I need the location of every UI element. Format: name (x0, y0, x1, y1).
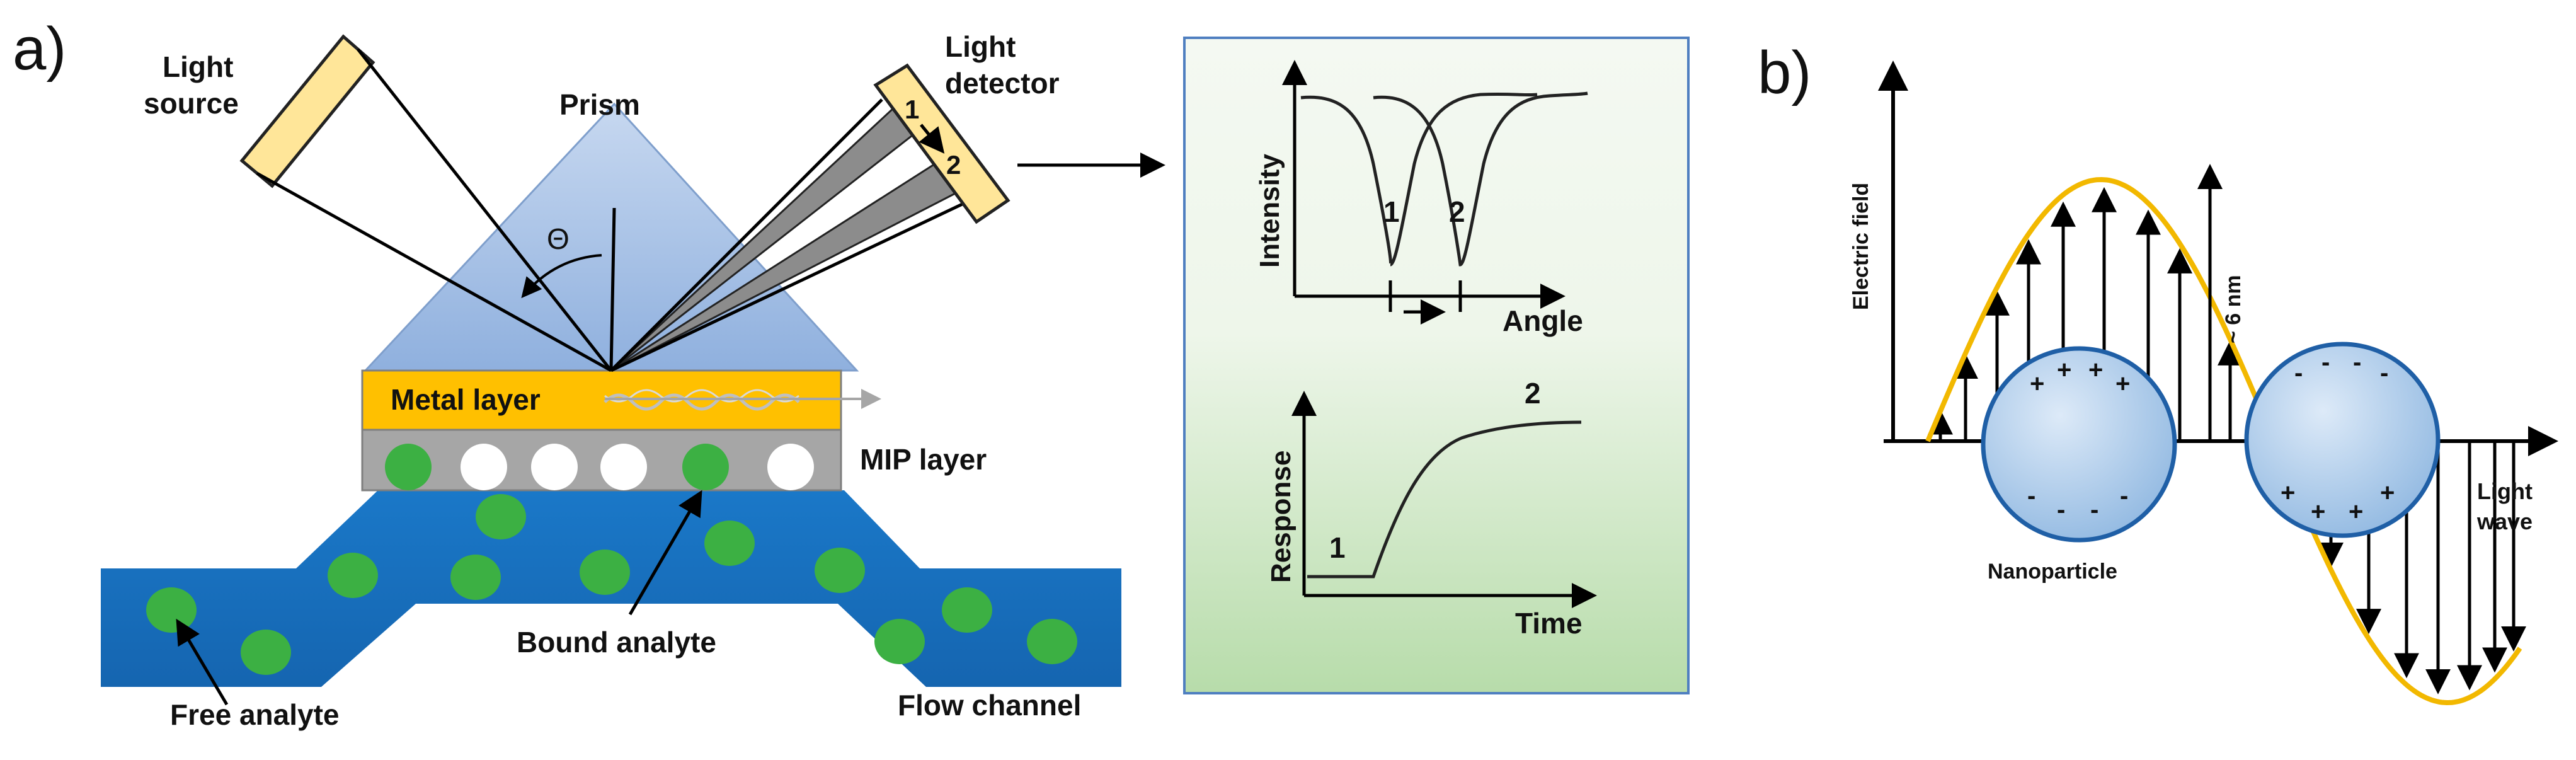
light-source (239, 34, 612, 372)
empty-cavity (600, 444, 647, 490)
normal-line (609, 207, 616, 371)
detector-position-1: 1 (905, 95, 919, 124)
analyte (580, 550, 630, 595)
mip-cavities (385, 444, 814, 490)
light-detector: 1 2 (873, 63, 1010, 224)
bound-analyte-label: Bound analyte (517, 626, 716, 659)
charge-minus: - (2353, 348, 2361, 376)
theta-label: Θ (547, 222, 570, 255)
mip-layer-label: MIP layer (860, 443, 987, 476)
analyte (241, 630, 291, 675)
light-source-label-2: source (144, 87, 239, 120)
free-analyte-pointer (176, 618, 229, 706)
light-detector-label-2: detector (945, 67, 1060, 100)
nanoparticle-sphere (1981, 346, 2177, 543)
light-source-box (239, 34, 375, 188)
nanoparticle-2: - - - - + + + + (2244, 342, 2441, 538)
analyte (704, 521, 755, 566)
charge-minus: - (2027, 482, 2035, 510)
bound-analyte-pointer (628, 490, 702, 616)
empty-cavity (461, 444, 507, 490)
light-wave-label-2: wave (2476, 509, 2533, 534)
response-chart: 1 2 Response Time (1266, 377, 1597, 640)
charge-minus: - (2294, 359, 2303, 387)
response-x-label: Time (1515, 607, 1583, 640)
reflected-ray (610, 98, 883, 372)
analyte (1027, 619, 1077, 664)
incident-ray (357, 48, 612, 372)
scale-label: ~ 6 nm (2221, 275, 2245, 343)
light-wave-label-1: Light (2477, 478, 2533, 504)
light-wave-curve (1925, 176, 2522, 706)
plasmon-wave-2 (604, 389, 799, 403)
charge-plus: + (2115, 370, 2130, 398)
detector-position-2: 2 (946, 150, 961, 180)
charge-plus: + (2311, 498, 2325, 526)
reflected-beams (610, 98, 971, 372)
analyte (328, 553, 378, 598)
free-analyte-label: Free analyte (170, 698, 339, 731)
free-analytes (146, 494, 1077, 675)
nanoparticle-label: Nanoparticle (1988, 560, 2117, 584)
panel-b-letter: b) (1758, 39, 1811, 107)
charge-minus: - (2380, 359, 2388, 387)
analyte (874, 619, 925, 664)
intensity-y-label: Intensity (1254, 154, 1285, 268)
charge-plus: + (2281, 479, 2295, 507)
charge-plus: + (2088, 356, 2103, 384)
analyte (815, 548, 865, 593)
response-y-label: Response (1266, 451, 1297, 583)
curve-1 (1300, 92, 1538, 267)
metal-layer-label: Metal layer (391, 383, 541, 416)
response-point-1-label: 1 (1329, 531, 1346, 564)
charge-plus: + (2380, 479, 2395, 507)
charge-plus: + (2057, 356, 2071, 384)
empty-cavity (767, 444, 814, 490)
nanoparticle-1: + + + + - - - - (1981, 346, 2177, 543)
curve-2 (1373, 91, 1588, 267)
light-source-label-1: Light (163, 50, 233, 83)
bound-analyte-site (385, 444, 432, 490)
charge-plus: + (2030, 370, 2044, 398)
analyte (476, 494, 526, 539)
incident-ray (256, 171, 612, 372)
charge-minus: - (2321, 348, 2330, 376)
nanoparticle-sphere (2244, 342, 2441, 538)
analyte (450, 555, 501, 600)
bound-analyte-site (682, 444, 729, 490)
prism-label: Prism (559, 88, 640, 121)
inset-panel (1183, 37, 1690, 694)
analyte (146, 587, 197, 633)
charge-plus: + (2349, 498, 2363, 526)
response-curve (1307, 420, 1582, 579)
electric-field-label: Electric field (1849, 183, 1873, 310)
analyte (942, 587, 992, 633)
detector-shift-arrow (919, 124, 945, 154)
panel-a-letter: a) (13, 15, 66, 83)
charge-minus: - (2057, 496, 2065, 524)
plasmon-wave (604, 393, 800, 411)
charge-minus: - (2120, 482, 2128, 510)
light-detector-label-1: Light (945, 30, 1016, 63)
curve-1-label: 1 (1383, 195, 1400, 228)
charge-minus: - (2090, 496, 2098, 524)
response-point-2-label: 2 (1525, 377, 1541, 410)
flow-channel-label: Flow channel (898, 689, 1081, 722)
intensity-chart: 1 2 Intensity Angle (1254, 60, 1588, 337)
reflected-ray (610, 199, 971, 372)
curve-2-label: 2 (1449, 195, 1465, 228)
angle-arc (521, 254, 602, 299)
empty-cavity (531, 444, 578, 490)
intensity-x-label: Angle (1503, 304, 1583, 337)
